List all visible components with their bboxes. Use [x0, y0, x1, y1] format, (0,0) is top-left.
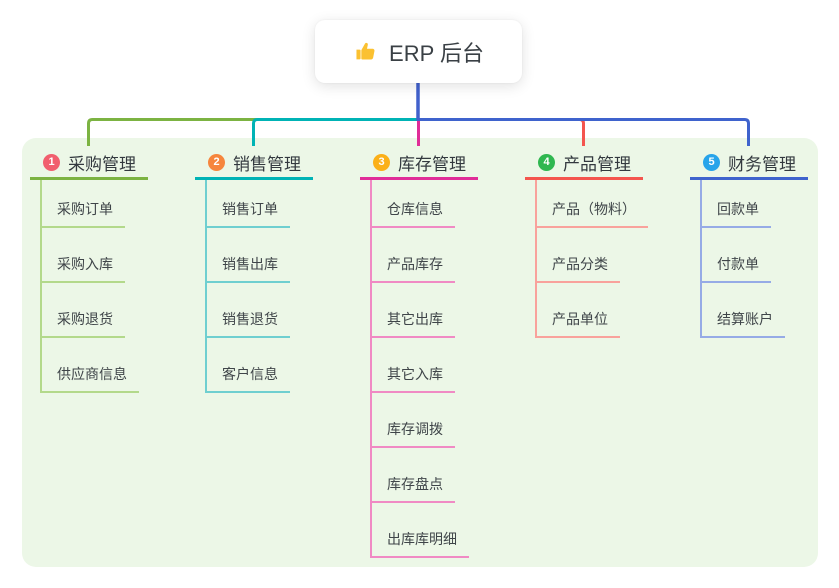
branch-number-badge: 5	[703, 154, 720, 171]
branch-node-4[interactable]: 4 产品管理	[525, 148, 643, 180]
child-node[interactable]: 采购入库	[42, 228, 125, 283]
branch-number-badge: 2	[208, 154, 225, 171]
root-label: ERP 后台	[389, 40, 484, 66]
root-node[interactable]: ERP 后台	[315, 20, 522, 83]
branch-number-badge: 4	[538, 154, 555, 171]
child-node[interactable]: 销售出库	[207, 228, 290, 283]
branch-title: 库存管理	[398, 155, 466, 174]
thumbs-up-icon	[356, 42, 375, 59]
branch-1: 1 采购管理采购订单采购入库采购退货供应商信息	[30, 148, 148, 393]
child-node-label: 付款单	[717, 256, 759, 272]
child-node-label: 产品库存	[387, 256, 443, 272]
child-node[interactable]: 产品库存	[372, 228, 455, 283]
child-node-label: 产品分类	[552, 256, 608, 272]
branches-panel	[22, 138, 818, 567]
child-node[interactable]: 回款单	[702, 180, 771, 228]
child-node-label: 采购订单	[57, 201, 113, 217]
child-node-label: 出库库明细	[387, 531, 457, 547]
branch-title: 产品管理	[563, 155, 631, 174]
child-node[interactable]: 库存调拨	[372, 393, 455, 448]
branch-children: 采购订单采购入库采购退货供应商信息	[40, 180, 148, 393]
child-node-label: 销售退货	[222, 311, 278, 327]
child-node-label: 供应商信息	[57, 366, 127, 382]
child-node-label: 产品（物料）	[552, 201, 636, 217]
child-node[interactable]: 其它入库	[372, 338, 455, 393]
branch-2: 2 销售管理销售订单销售出库销售退货客户信息	[195, 148, 313, 393]
child-node-label: 产品单位	[552, 311, 608, 327]
child-node[interactable]: 出库库明细	[372, 503, 469, 558]
child-node[interactable]: 客户信息	[207, 338, 290, 393]
child-node[interactable]: 库存盘点	[372, 448, 455, 503]
child-node-label: 其它入库	[387, 366, 443, 382]
child-node[interactable]: 销售订单	[207, 180, 290, 228]
branch-children: 回款单付款单结算账户	[700, 180, 808, 338]
branch-node-3[interactable]: 3 库存管理	[360, 148, 478, 180]
child-node-label: 库存调拨	[387, 421, 443, 437]
child-node-label: 回款单	[717, 201, 759, 217]
child-node-label: 结算账户	[717, 311, 773, 327]
branch-children: 销售订单销售出库销售退货客户信息	[205, 180, 313, 393]
child-node-label: 采购入库	[57, 256, 113, 272]
branch-children: 产品（物料） 产品分类产品单位	[535, 180, 648, 338]
child-node-label: 其它出库	[387, 311, 443, 327]
child-node-label: 采购退货	[57, 311, 113, 327]
child-node[interactable]: 产品（物料）	[537, 180, 648, 228]
child-node[interactable]: 采购订单	[42, 180, 125, 228]
branch-5: 5 财务管理回款单付款单结算账户	[690, 148, 808, 338]
child-node[interactable]: 结算账户	[702, 283, 785, 338]
branch-title: 采购管理	[68, 155, 136, 174]
branch-node-2[interactable]: 2 销售管理	[195, 148, 313, 180]
branch-number-badge: 3	[373, 154, 390, 171]
child-node-label: 客户信息	[222, 366, 278, 382]
child-node-label: 仓库信息	[387, 201, 443, 217]
branch-3: 3 库存管理仓库信息产品库存其它出库其它入库库存调拨库存盘点出库库明细	[360, 148, 478, 558]
child-node[interactable]: 付款单	[702, 228, 771, 283]
child-node[interactable]: 产品单位	[537, 283, 620, 338]
child-node[interactable]: 仓库信息	[372, 180, 455, 228]
branch-number-badge: 1	[43, 154, 60, 171]
child-node[interactable]: 采购退货	[42, 283, 125, 338]
branch-children: 仓库信息产品库存其它出库其它入库库存调拨库存盘点出库库明细	[370, 180, 478, 558]
branch-node-1[interactable]: 1 采购管理	[30, 148, 148, 180]
child-node-label: 库存盘点	[387, 476, 443, 492]
branch-4: 4 产品管理产品（物料） 产品分类产品单位	[525, 148, 648, 338]
branch-node-5[interactable]: 5 财务管理	[690, 148, 808, 180]
branch-title: 财务管理	[728, 155, 796, 174]
branch-title: 销售管理	[233, 155, 301, 174]
child-node[interactable]: 供应商信息	[42, 338, 139, 393]
child-node-label: 销售出库	[222, 256, 278, 272]
child-node[interactable]: 其它出库	[372, 283, 455, 338]
child-node-label: 销售订单	[222, 201, 278, 217]
child-node[interactable]: 产品分类	[537, 228, 620, 283]
child-node[interactable]: 销售退货	[207, 283, 290, 338]
